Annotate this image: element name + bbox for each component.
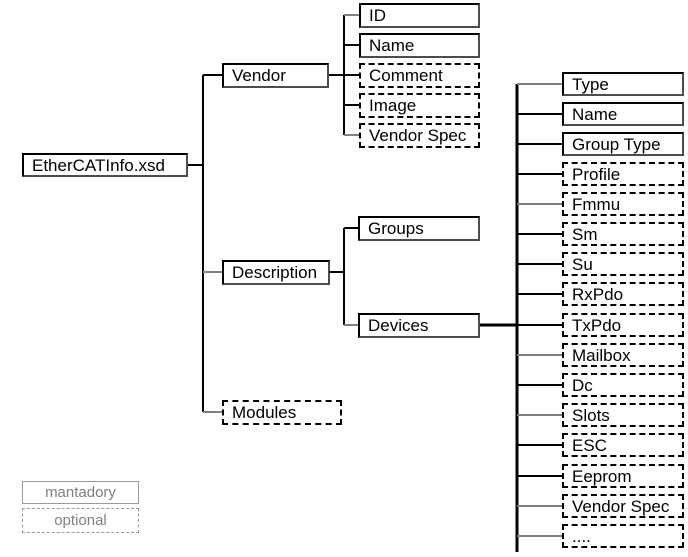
node-device-profile[interactable]: Profile (562, 162, 684, 186)
node-device-vendor-spec[interactable]: Vendor Spec (562, 494, 684, 518)
node-ethercatinfo-xsd[interactable]: EtherCATInfo.xsd (22, 153, 188, 177)
node-label: Su (572, 254, 593, 274)
node-label: Groups (368, 219, 424, 238)
node-vendor-id[interactable]: ID (359, 3, 480, 28)
node-label: EtherCATInfo.xsd (32, 155, 165, 175)
node-label: Vendor Spec (369, 126, 467, 145)
node-device-esc[interactable]: ESC (562, 433, 684, 457)
node-label: Group Type (572, 134, 661, 154)
node-vendor-image[interactable]: Image (359, 93, 480, 118)
node-device-mailbox[interactable]: Mailbox (562, 343, 684, 367)
node-device-name[interactable]: Name (562, 102, 684, 126)
node-label: Comment (369, 66, 443, 85)
node-label: TxPdo (572, 315, 622, 335)
node-device-fmmu[interactable]: Fmmu (562, 192, 684, 216)
node-device-slots[interactable]: Slots (562, 403, 684, 427)
node-label: Eeprom (572, 466, 632, 486)
node-label: RxPdo (572, 284, 624, 304)
node-label: Mailbox (572, 345, 631, 365)
node-vendor-vendor-spec[interactable]: Vendor Spec (359, 123, 480, 148)
legend-mandatory: mantadory (22, 481, 139, 504)
node-label: Type (572, 74, 609, 94)
node-device-dc[interactable]: Dc (562, 373, 684, 397)
node-label: Name (572, 104, 618, 124)
node-vendor[interactable]: Vendor (222, 63, 329, 88)
node-vendor-name[interactable]: Name (359, 33, 480, 58)
node-device-txpdo[interactable]: TxPdo (562, 313, 684, 337)
node-device-group-type[interactable]: Group Type (562, 132, 684, 156)
node-label: Devices (368, 316, 429, 335)
node-device-eeprom[interactable]: Eeprom (562, 464, 684, 488)
node-label: Fmmu (572, 194, 621, 214)
node-label: .... (572, 526, 591, 546)
node-label: ID (369, 6, 386, 25)
node-label: Sm (572, 224, 598, 244)
node-label: Vendor (232, 66, 286, 85)
node-label: Modules (232, 403, 297, 422)
node-label: Name (369, 36, 415, 55)
node-device-su[interactable]: Su (562, 252, 684, 276)
node-label: Profile (572, 164, 621, 184)
legend-label: mantadory (45, 484, 116, 501)
node-modules[interactable]: Modules (222, 400, 342, 425)
node-device-more[interactable]: .... (562, 524, 684, 548)
node-label: Description (232, 263, 318, 282)
node-label: Image (369, 96, 417, 115)
node-label: Vendor Spec (572, 496, 670, 516)
node-description[interactable]: Description (222, 260, 330, 285)
node-device-sm[interactable]: Sm (562, 222, 684, 246)
node-label: ESC (572, 435, 607, 455)
node-label: Slots (572, 405, 610, 425)
legend-optional: optional (22, 508, 139, 533)
node-devices[interactable]: Devices (358, 313, 480, 338)
node-vendor-comment[interactable]: Comment (359, 63, 480, 88)
node-device-type[interactable]: Type (562, 72, 684, 96)
node-groups[interactable]: Groups (358, 216, 480, 241)
node-device-rxpdo[interactable]: RxPdo (562, 282, 684, 306)
node-label: Dc (572, 375, 593, 395)
legend-label: optional (54, 512, 107, 529)
